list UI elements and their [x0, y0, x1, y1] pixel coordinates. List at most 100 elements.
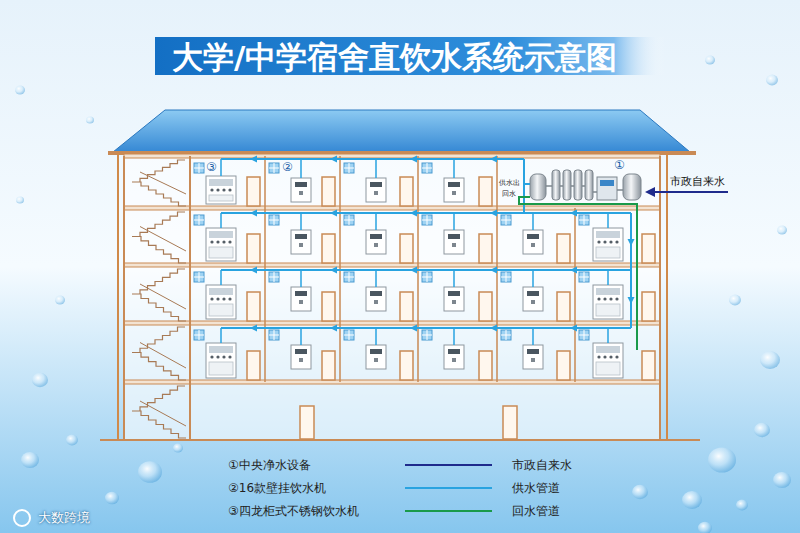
inlet-label: 市政自来水 [670, 175, 725, 188]
room-wall [574, 323, 576, 382]
wall-mounted-dispenser [291, 345, 311, 369]
wall-mounted-dispenser [444, 230, 464, 254]
dispenser-tap [597, 240, 600, 243]
watermark: 大数跨境 [38, 510, 90, 526]
window [501, 330, 511, 340]
dispenser-tap [228, 355, 231, 358]
door [642, 234, 655, 263]
floor-slab [124, 206, 660, 210]
window-frame [501, 330, 511, 340]
window-frame [344, 272, 354, 282]
dispenser-tap [374, 191, 378, 195]
supply-branch [375, 328, 377, 345]
flow-arrow [250, 267, 257, 274]
callout-number: ③ [206, 160, 217, 174]
callout-number: ① [614, 158, 625, 172]
window-frame [501, 272, 511, 282]
flow-arrow [330, 325, 337, 332]
dispenser-cabinet-door [209, 362, 233, 375]
floor-slab [124, 154, 660, 158]
drainpipe [117, 153, 119, 440]
dispenser-cabinet-door [209, 195, 233, 201]
door [479, 292, 492, 321]
window [344, 163, 354, 173]
door [503, 406, 517, 439]
drainpipe [666, 153, 668, 440]
supply-pipe [221, 158, 524, 160]
room-wall [496, 208, 498, 265]
window [194, 163, 204, 173]
supply-branch [220, 159, 222, 176]
window [579, 215, 589, 225]
supply-branch [300, 270, 302, 287]
dispenser-tap [615, 240, 618, 243]
room-wall [339, 208, 341, 265]
dispenser-display [448, 291, 460, 296]
dispenser-display [448, 349, 460, 354]
room-wall [339, 265, 341, 323]
door [247, 292, 260, 321]
dispenser-tap [222, 355, 225, 358]
arrowhead [645, 187, 655, 197]
dispenser-tap [374, 300, 378, 304]
dispenser-panel [209, 179, 233, 186]
dispenser-tap [216, 297, 219, 300]
flow-arrow [410, 210, 417, 217]
dispenser-tap [615, 355, 618, 358]
floor-slab [124, 321, 660, 325]
window-frame [269, 215, 279, 225]
legend-text: 供水管道 [512, 481, 560, 495]
dispenser-panel [209, 346, 233, 353]
dispenser-tap [228, 240, 231, 243]
dispenser-tap [210, 188, 213, 191]
filter-column [585, 170, 593, 200]
dispenser-cabinet-door [209, 247, 233, 258]
tank [623, 174, 641, 200]
room-wall [264, 156, 266, 208]
dispenser-display [295, 291, 307, 296]
stair-railing [140, 401, 186, 426]
stair-flight [132, 236, 186, 263]
window-frame [194, 330, 204, 340]
dispenser-cabinet-door [596, 362, 620, 375]
stairwell-wall [189, 156, 191, 440]
window-frame [422, 272, 432, 282]
cabinet-water-dispenser [593, 343, 623, 378]
door [557, 234, 570, 263]
water-drop [736, 500, 748, 511]
wall-mounted-dispenser [523, 345, 543, 369]
flow-arrow [250, 156, 257, 163]
cabinet-water-dispenser [206, 285, 236, 319]
dispenser-display [448, 182, 460, 187]
window [269, 163, 279, 173]
water-drop [766, 75, 778, 86]
stair-railing [140, 284, 186, 309]
outer-wall [123, 156, 125, 440]
room-wall [574, 265, 576, 323]
door [400, 234, 413, 263]
door [400, 292, 413, 321]
dispenser-tap [597, 355, 600, 358]
dispenser-tap [216, 240, 219, 243]
dispenser-display [448, 234, 460, 239]
water-drop [682, 491, 702, 509]
dispenser-tap [216, 355, 219, 358]
legend-line [405, 510, 492, 512]
dispenser-display [370, 291, 382, 296]
equipment-pipe [546, 186, 623, 192]
supply-branch [532, 270, 534, 287]
cabinet-water-dispenser [593, 285, 623, 319]
stair-flight [132, 294, 186, 321]
window [579, 330, 589, 340]
filter-column [563, 170, 571, 200]
flow-arrow [490, 156, 497, 163]
window [194, 330, 204, 340]
window [501, 215, 511, 225]
water-drop [729, 295, 741, 306]
dispenser-tap [603, 240, 606, 243]
dispenser-tap [210, 355, 213, 358]
legend-line [405, 487, 492, 489]
window-frame [422, 330, 432, 340]
title: 大学/中学宿舍直饮水系统示意图 [172, 38, 617, 76]
